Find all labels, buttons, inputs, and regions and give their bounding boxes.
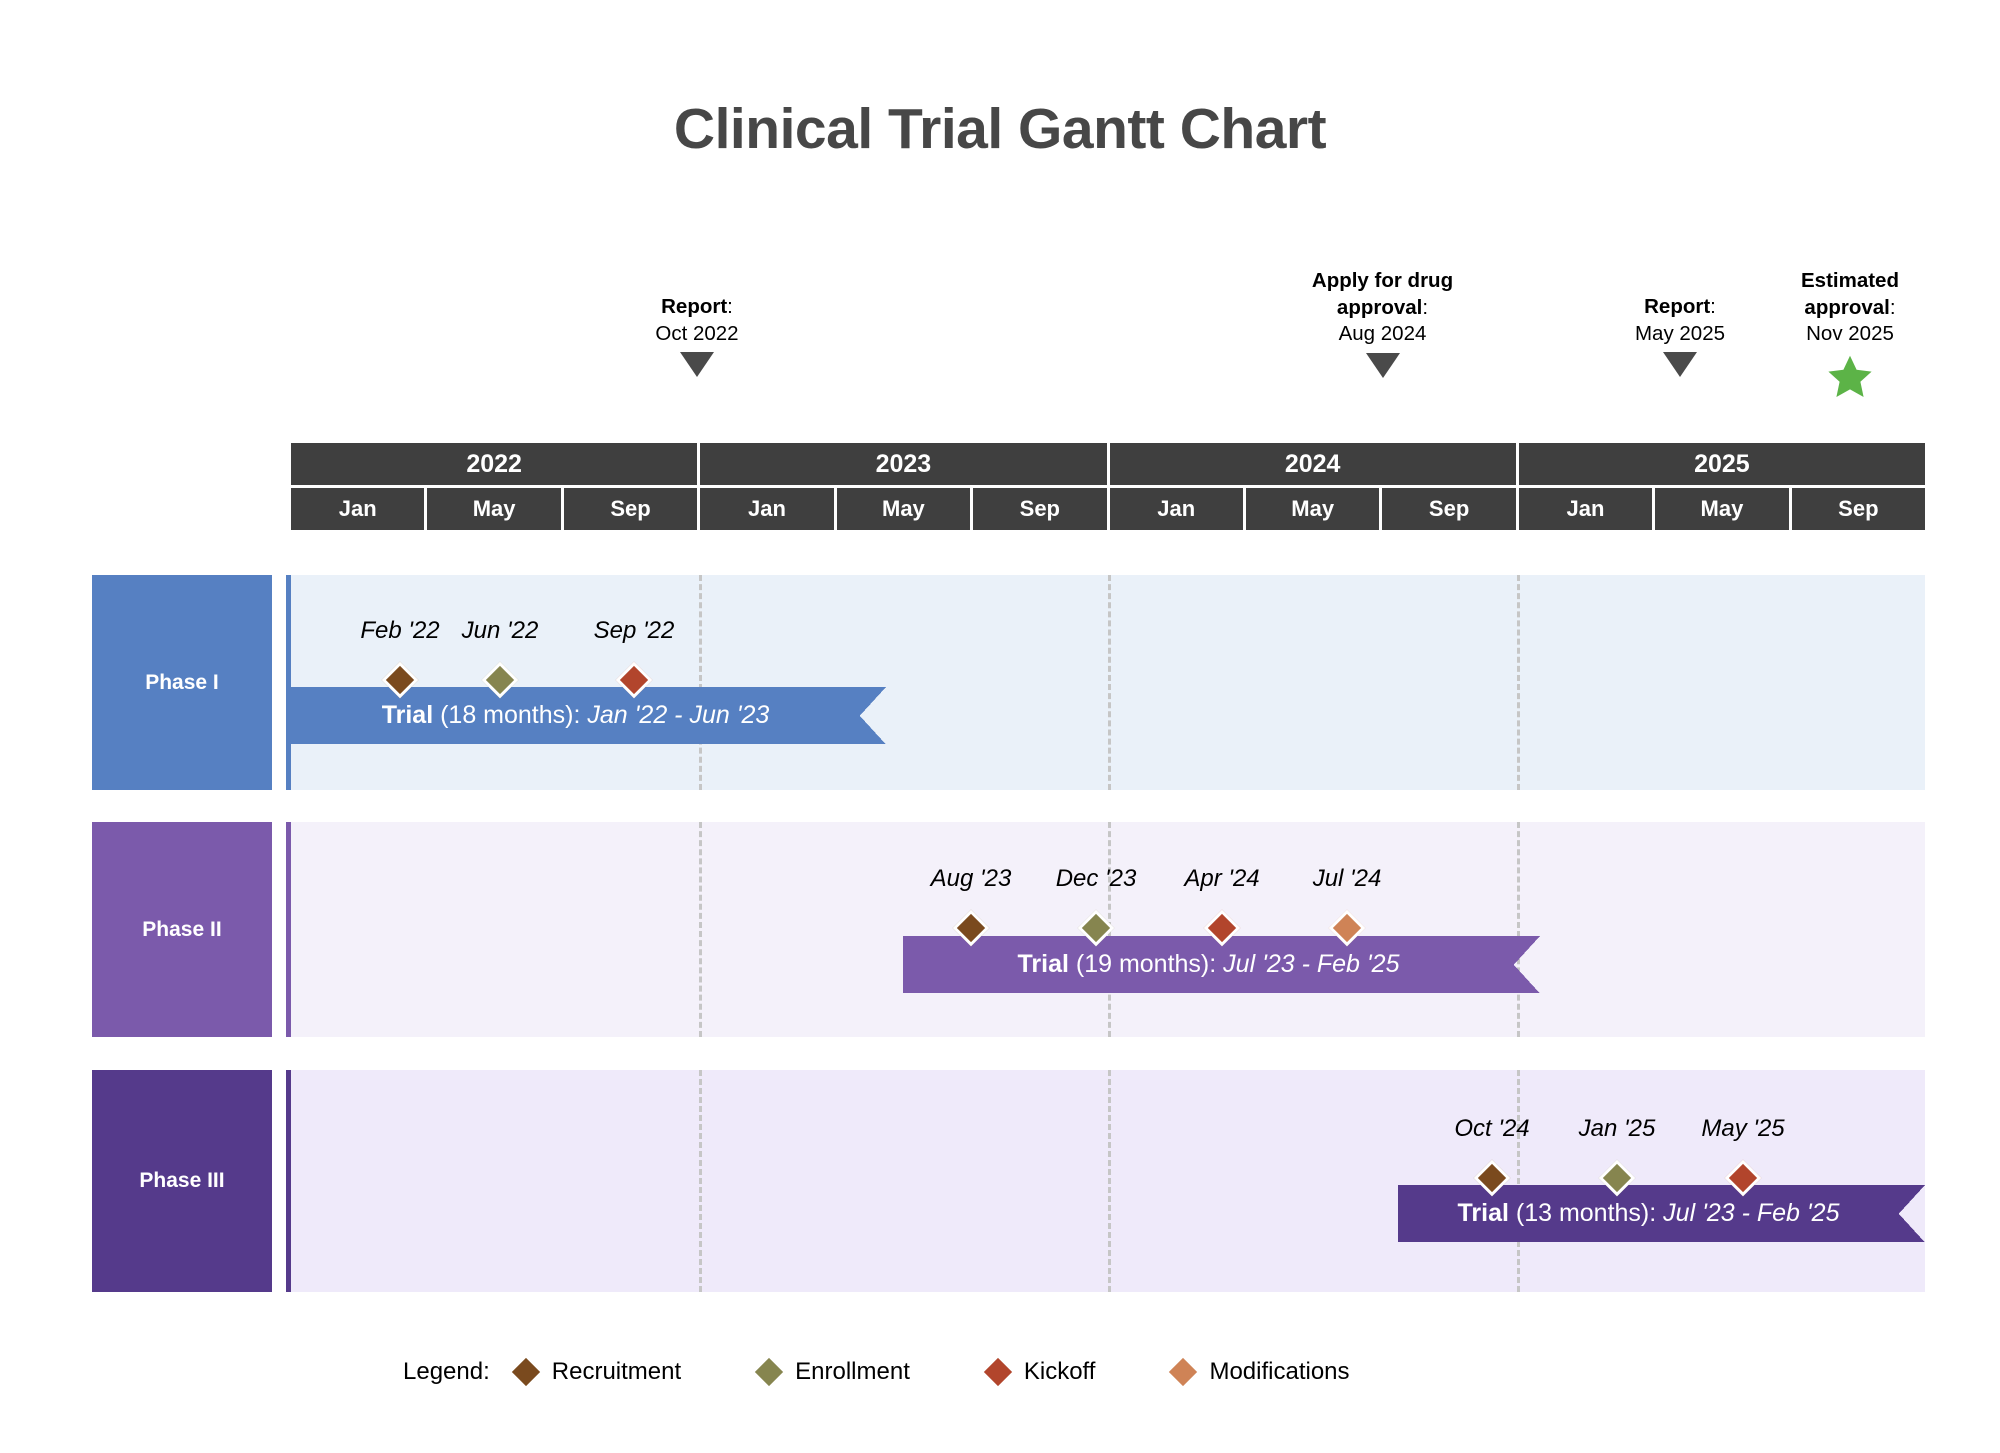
event-label: Oct '24 (1454, 1115, 1530, 1142)
gridline-2025 (1517, 575, 1520, 790)
phase-label-text: Phase I (145, 670, 219, 694)
event-marker-p2-2[interactable]: Dec '23 (1046, 865, 1146, 947)
event-marker-p3-1[interactable]: Oct '24 (1442, 1115, 1542, 1197)
milestone-date: Nov 2025 (1806, 322, 1894, 346)
star-icon (1760, 353, 1940, 401)
legend-diamond-icon (754, 1357, 784, 1387)
milestone-annotation-3: Report: May 2025 (1585, 294, 1775, 378)
timeline-year-header: 2022 2023 2024 2025 (291, 443, 1925, 485)
event-label: Aug '23 (930, 865, 1012, 892)
milestone-label: Estimated approval (1801, 269, 1899, 319)
month-cell: Sep (564, 488, 701, 530)
event-label: Jul '24 (1312, 865, 1382, 892)
legend-diamond-icon (1169, 1357, 1198, 1387)
gridline-2024 (1108, 575, 1111, 790)
task-bar-phase-3[interactable]: Trial (13 months): Jul '23 - Feb '25 (1398, 1185, 1925, 1242)
phase-accent-1 (286, 575, 291, 790)
event-label: Feb '22 (360, 617, 440, 644)
phase-label-3: Phase III (92, 1070, 272, 1292)
task-bar-phase-2[interactable]: Trial (19 months): Jul '23 - Feb '25 (903, 936, 1540, 993)
month-cell: Jan (1110, 488, 1246, 530)
event-marker-p2-1[interactable]: Aug '23 (921, 865, 1021, 947)
year-cell: 2023 (700, 443, 1110, 485)
event-label: Apr '24 (1184, 865, 1260, 892)
year-cell: 2024 (1110, 443, 1519, 485)
timeline-month-header: Jan May Sep Jan May Sep Jan May Sep Jan … (291, 488, 1925, 530)
month-cell: May (1655, 488, 1792, 530)
milestone-date: Oct 2022 (655, 321, 739, 345)
month-cell: Sep (973, 488, 1110, 530)
month-cell: May (427, 488, 564, 530)
legend-item-label: Recruitment (551, 1358, 682, 1385)
year-cell: 2022 (291, 443, 701, 485)
milestone-annotation-1: Report: Oct 2022 (602, 294, 792, 378)
milestone-date: Aug 2024 (1338, 322, 1427, 346)
legend-item-label: Enrollment (795, 1358, 910, 1385)
gridline-2025 (1517, 1070, 1520, 1292)
milestone-label: Report (1644, 295, 1711, 318)
month-cell: May (837, 488, 974, 530)
month-cell: Sep (1382, 488, 1519, 530)
event-label: Sep '22 (593, 617, 675, 644)
milestone-annotation-2: Apply for drug approval: Aug 2024 (1275, 268, 1490, 378)
legend-item-enrollment[interactable]: Enrollment (754, 1357, 910, 1387)
gridline-2025 (1517, 822, 1520, 1037)
event-label: May '25 (1701, 1115, 1785, 1142)
milestone-date: May 2025 (1634, 321, 1726, 345)
phase-accent-2 (286, 822, 291, 1037)
task-bar-label: Trial (18 months): Jan '22 - Jun '23 (381, 701, 770, 729)
gridline-2023 (699, 1070, 702, 1292)
legend-diamond-icon (983, 1357, 1013, 1387)
event-label: Dec '23 (1055, 865, 1137, 892)
phase-label-text: Phase III (139, 1169, 225, 1192)
year-cell: 2025 (1694, 449, 1750, 478)
event-label: Jan '25 (1578, 1115, 1656, 1142)
month-cell: May (1246, 488, 1383, 530)
event-marker-p1-3[interactable]: Sep '22 (584, 617, 684, 699)
legend-item-kickoff[interactable]: Kickoff (983, 1357, 1096, 1387)
event-marker-p2-4[interactable]: Jul '24 (1297, 865, 1397, 947)
event-label: Jun '22 (461, 617, 539, 644)
task-bar-label: Trial (19 months): Jul '23 - Feb '25 (1017, 950, 1400, 978)
triangle-down-icon (1275, 352, 1490, 378)
month-cell: Sep (1838, 496, 1879, 521)
phase-accent-3 (286, 1070, 291, 1292)
phase-label-2: Phase II (92, 822, 272, 1037)
event-marker-p3-2[interactable]: Jan '25 (1567, 1115, 1667, 1197)
month-cell: Jan (291, 488, 428, 530)
milestone-annotation-4: Estimated approval: Nov 2025 (1760, 268, 1940, 401)
event-marker-p3-3[interactable]: May '25 (1693, 1115, 1793, 1197)
legend: Legend: Recruitment Enrollment Kickoff M… (403, 1357, 1350, 1387)
legend-item-recruitment[interactable]: Recruitment (511, 1357, 682, 1387)
timeline-header-divider (291, 485, 1925, 488)
task-bar-phase-1[interactable]: Trial (18 months): Jan '22 - Jun '23 (291, 687, 886, 744)
event-marker-p1-2[interactable]: Jun '22 (450, 617, 550, 699)
phase-label-1: Phase I (92, 575, 272, 790)
phase-label-text: Phase II (142, 917, 222, 941)
gridline-2024 (1108, 1070, 1111, 1292)
legend-diamond-icon (511, 1357, 540, 1387)
legend-item-label: Modifications (1209, 1358, 1350, 1385)
legend-item-modifications[interactable]: Modifications (1169, 1357, 1350, 1387)
milestone-label: Report (661, 295, 728, 318)
triangle-down-icon (1585, 352, 1775, 378)
month-cell: Jan (1519, 488, 1656, 530)
legend-title: Legend: (403, 1358, 490, 1385)
gridline-2023 (699, 822, 702, 1037)
milestone-label: Apply for drug approval (1311, 269, 1454, 319)
event-marker-p1-1[interactable]: Feb '22 (350, 617, 450, 699)
legend-item-label: Kickoff (1023, 1358, 1096, 1385)
task-bar-label: Trial (13 months): Jul '23 - Feb '25 (1457, 1199, 1840, 1227)
gridline-2023 (699, 575, 702, 790)
event-marker-p2-3[interactable]: Apr '24 (1172, 865, 1272, 947)
page-title: Clinical Trial Gantt Chart (673, 97, 1327, 161)
month-cell: Jan (700, 488, 837, 530)
triangle-down-icon (602, 352, 792, 378)
